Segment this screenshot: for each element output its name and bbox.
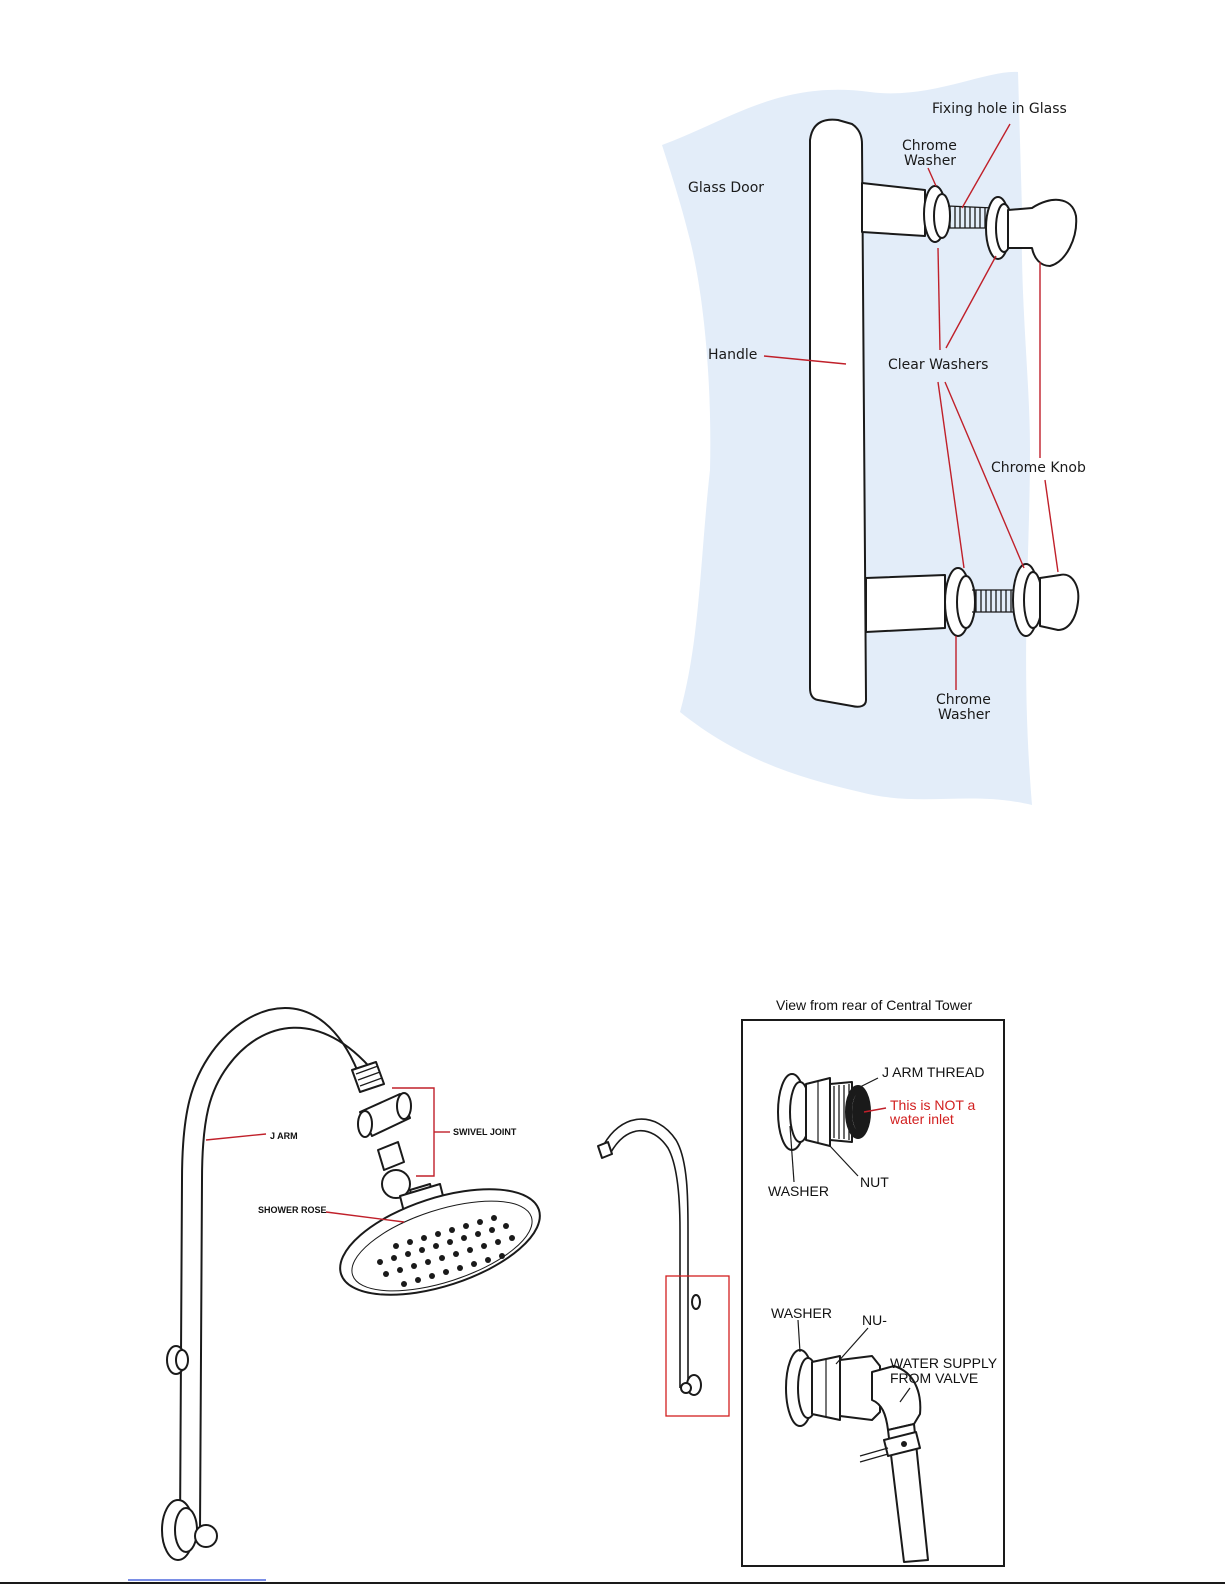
label-shower-rose: SHOWER ROSE — [258, 1205, 327, 1215]
label-washer-bottom: WASHER — [771, 1305, 832, 1321]
label-water-supply-2: FROM VALVE — [890, 1370, 978, 1386]
label-glass-door: Glass Door — [688, 180, 764, 196]
label-j-arm: J ARM — [270, 1131, 298, 1141]
small-j-arm — [598, 1119, 729, 1416]
label-clear-washers: Clear Washers — [888, 357, 988, 373]
door-handle-diagram: Fixing hole in Glass Chrome Washer Glass… — [662, 72, 1086, 805]
shower-arm-diagram: J ARM SWIVEL JOINT SHOWER ROSE — [162, 1008, 553, 1560]
label-chrome-washer-top-1: Chrome — [902, 138, 957, 154]
j-arm-bracket-bottom — [162, 1500, 217, 1560]
label-fixing-hole: Fixing hole in Glass — [932, 101, 1067, 117]
label-swivel-joint: SWIVEL JOINT — [453, 1127, 517, 1137]
label-chrome-knob: Chrome Knob — [991, 460, 1086, 476]
j-arm-thread-end — [352, 1062, 384, 1092]
label-chrome-washer-top-2: Washer — [904, 153, 956, 169]
shower-rose — [327, 1168, 552, 1316]
label-nut-top: NUT — [860, 1174, 889, 1190]
rear-view-title: View from rear of Central Tower — [776, 997, 973, 1013]
swivel-joint — [358, 1093, 434, 1204]
label-handle: Handle — [708, 347, 757, 363]
j-arm-thread-fitting — [778, 1074, 870, 1150]
label-water-supply-1: WATER SUPPLY — [890, 1355, 998, 1371]
label-washer-top: WASHER — [768, 1183, 829, 1199]
label-nut-bottom: NU‐ — [862, 1312, 887, 1328]
rear-view-panel: View from rear of Central Tower J ARM TH… — [742, 997, 1004, 1566]
j-arm-pipe — [180, 1008, 358, 1530]
label-chrome-washer-bottom-2: Washer — [938, 707, 990, 723]
handle-bar — [810, 120, 866, 707]
label-not-inlet-2: water inlet — [889, 1111, 954, 1127]
label-j-arm-thread: J ARM THREAD — [882, 1064, 984, 1080]
label-chrome-washer-bottom-1: Chrome — [936, 692, 991, 708]
j-arm-bracket-top — [167, 1346, 188, 1374]
